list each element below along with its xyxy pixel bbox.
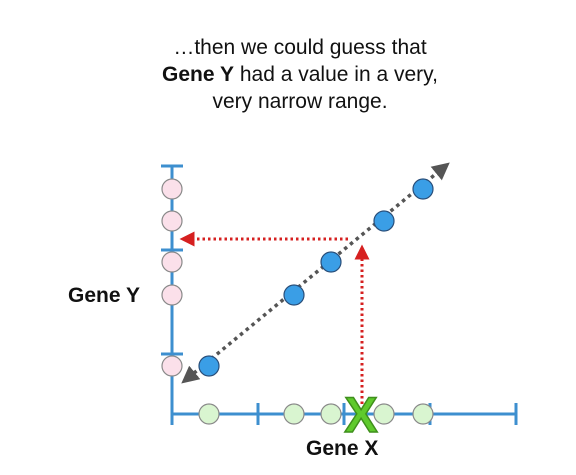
data-point: [373, 210, 395, 232]
x-projected-point: [198, 403, 220, 425]
y-axis-label: Gene Y: [68, 284, 140, 307]
data-point: [283, 284, 305, 306]
x-projected-point: [412, 403, 434, 425]
y-projected-point: [161, 251, 183, 273]
x-projected-point: [373, 403, 395, 425]
data-point: [412, 178, 434, 200]
y-projected-point: [161, 210, 183, 232]
y-axis-points: [161, 178, 183, 377]
x-projected-point: [283, 403, 305, 425]
caption-gene-y-bold: Gene Y: [162, 63, 235, 86]
x-axis-points: [198, 403, 434, 425]
caption-line-3: very narrow range.: [212, 90, 388, 113]
y-projected-point: [161, 355, 183, 377]
caption-line-1: …then we could guess that: [173, 36, 427, 59]
x-projected-point: [320, 403, 342, 425]
caption: …then we could guess that Gene Y had a v…: [150, 34, 450, 115]
caption-line-2-rest: had a value in a very,: [234, 63, 438, 86]
y-projected-point: [161, 284, 183, 306]
x-marker-icon: X: [344, 387, 377, 443]
caption-line-2: Gene Y had a value in a very,: [150, 61, 450, 88]
data-point: [198, 355, 220, 377]
data-point: [320, 251, 342, 273]
data-points: [198, 178, 434, 377]
double-headed-dotted-arrow-icon: [181, 162, 450, 384]
y-projected-point: [161, 178, 183, 200]
x-axis-label: Gene X: [306, 437, 379, 460]
